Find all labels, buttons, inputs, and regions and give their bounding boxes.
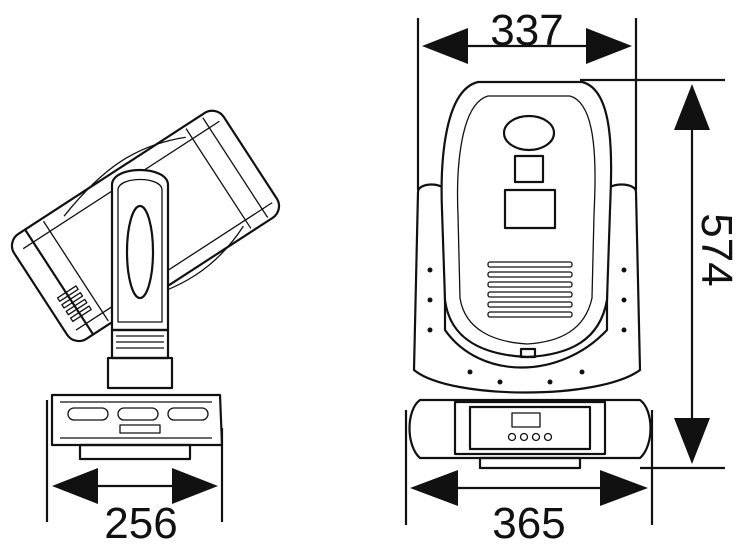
front-height-label: 574: [692, 213, 741, 286]
front-head-vents: [487, 261, 573, 318]
side-view-base: [50, 393, 224, 461]
side-base-dimension: [45, 400, 224, 522]
front-head-width-dimension: [416, 18, 638, 190]
side-view-yoke-arm: [106, 168, 174, 390]
front-base-width-dimension: [404, 410, 654, 525]
front-view-head: [440, 80, 613, 359]
front-base-width-label: 365: [492, 499, 565, 545]
front-view-base: [408, 398, 652, 470]
side-head-vents: [56, 285, 92, 323]
front-height-dimension: [580, 78, 725, 470]
side-base-width-label: 256: [104, 499, 177, 545]
front-view: 337 574 365: [404, 6, 741, 545]
front-head-width-label: 337: [490, 6, 563, 55]
display-panel: [507, 412, 553, 442]
side-view: 256: [10, 109, 281, 545]
